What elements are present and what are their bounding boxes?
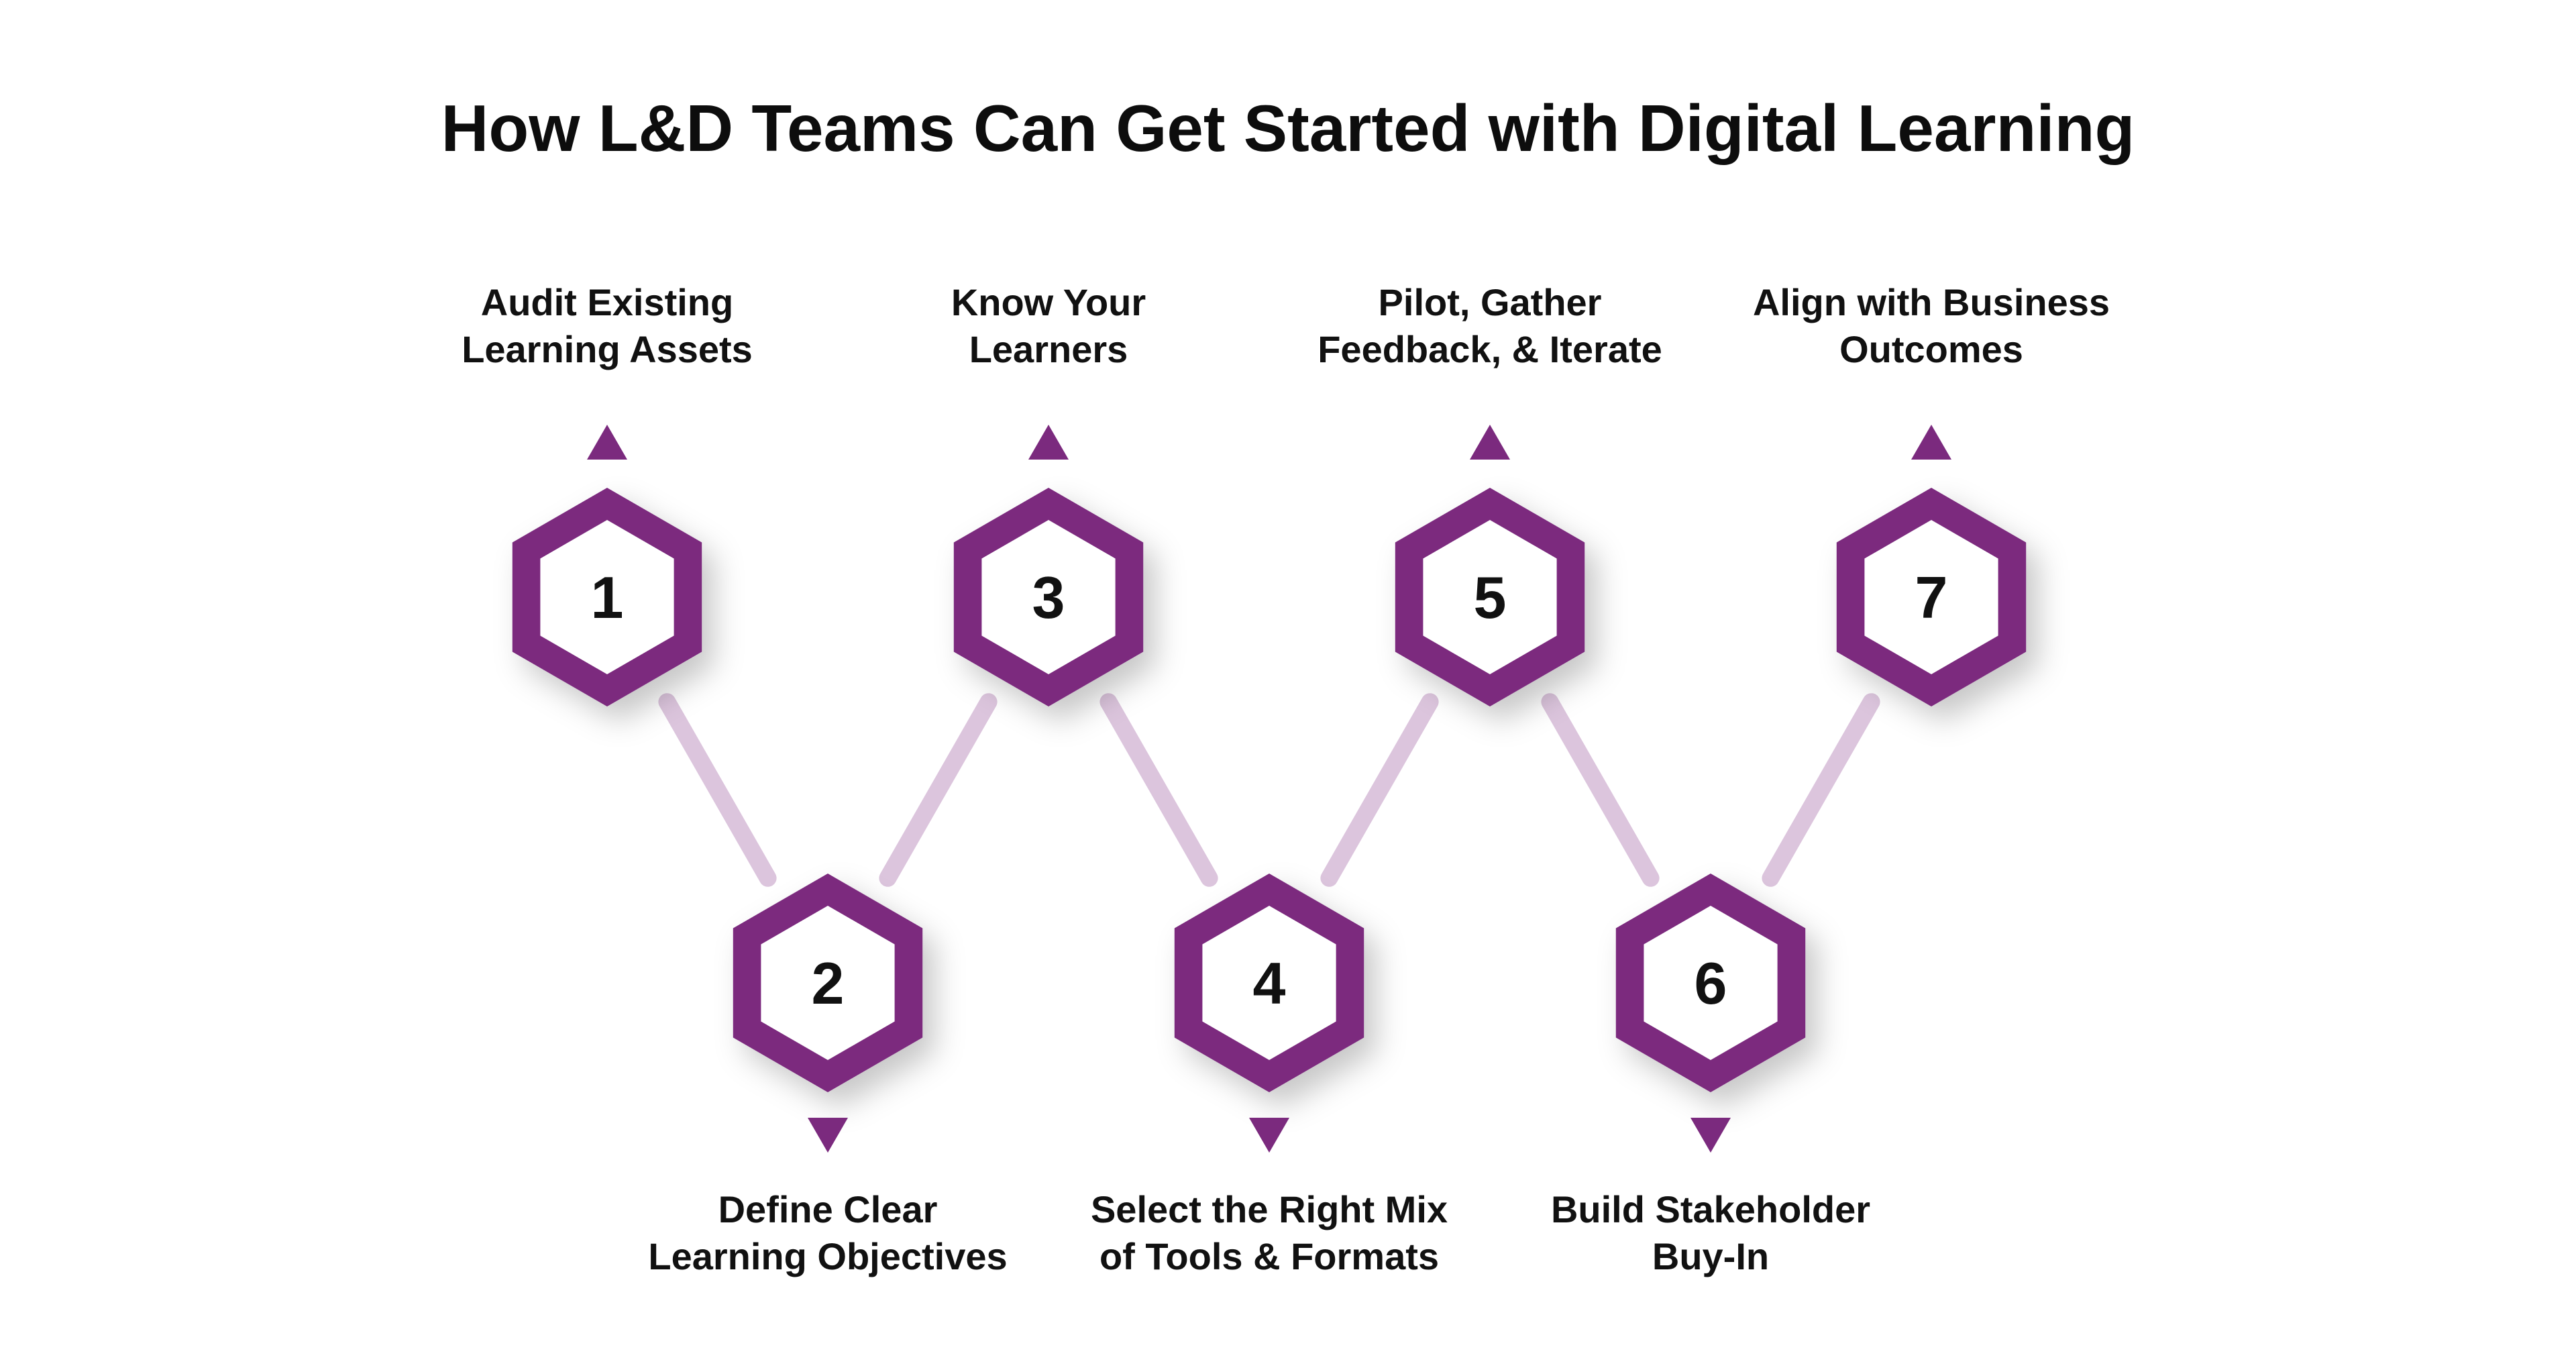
step-number: 6 bbox=[1695, 950, 1727, 1016]
step-label-line-1: Pilot, Gather bbox=[1379, 281, 1602, 323]
step-number: 2 bbox=[812, 950, 845, 1016]
step-hexagon-inner bbox=[1644, 906, 1778, 1060]
step-label-line-2: Feedback, & Iterate bbox=[1318, 328, 1662, 370]
step-label-line-2: Learning Objectives bbox=[648, 1235, 1007, 1277]
step-hexagon-inner bbox=[1202, 906, 1336, 1060]
connector-2-3 bbox=[879, 693, 998, 887]
step-label-line-1: Align with Business bbox=[1753, 281, 2110, 323]
step-label-line-1: Define Clear bbox=[718, 1188, 938, 1230]
step-number: 7 bbox=[1915, 564, 1948, 631]
step-label-line-1: Know Your bbox=[951, 281, 1146, 323]
connector-5-6 bbox=[1541, 693, 1660, 887]
step-label-line-2: Outcomes bbox=[1839, 328, 2023, 370]
step-hexagon-inner bbox=[540, 520, 674, 674]
arrow-up-icon bbox=[1028, 425, 1069, 460]
step-label-line-2: of Tools & Formats bbox=[1099, 1235, 1439, 1277]
step-hexagon-inner bbox=[1864, 520, 1998, 674]
arrow-up-icon bbox=[1470, 425, 1510, 460]
connector-6-7 bbox=[1762, 693, 1880, 887]
step-label-line-2: Learning Assets bbox=[462, 328, 753, 370]
step-hexagon-inner bbox=[761, 906, 895, 1060]
arrow-down-icon bbox=[1249, 1118, 1289, 1153]
step-label-line-2: Buy-In bbox=[1652, 1235, 1769, 1277]
step-label-line-1: Build Stakeholder bbox=[1551, 1188, 1870, 1230]
step-label-line-1: Select the Right Mix bbox=[1091, 1188, 1448, 1230]
connector-1-2 bbox=[658, 693, 777, 887]
arrow-up-icon bbox=[1911, 425, 1951, 460]
step-number: 4 bbox=[1253, 950, 1286, 1016]
arrow-up-icon bbox=[587, 425, 627, 460]
step-label-line-2: Learners bbox=[969, 328, 1128, 370]
connector-3-4 bbox=[1099, 693, 1218, 887]
diagram-title: How L&D Teams Can Get Started with Digit… bbox=[441, 91, 2135, 165]
step-hexagon-inner bbox=[1423, 520, 1557, 674]
step-number: 3 bbox=[1032, 564, 1065, 631]
step-label-line-1: Audit Existing bbox=[481, 281, 733, 323]
step-number: 1 bbox=[591, 564, 624, 631]
connector-4-5 bbox=[1320, 693, 1439, 887]
step-number: 5 bbox=[1474, 564, 1507, 631]
arrow-down-icon bbox=[808, 1118, 848, 1153]
connectors bbox=[658, 693, 1880, 887]
step-hexagon-inner bbox=[981, 520, 1116, 674]
arrow-down-icon bbox=[1690, 1118, 1731, 1153]
